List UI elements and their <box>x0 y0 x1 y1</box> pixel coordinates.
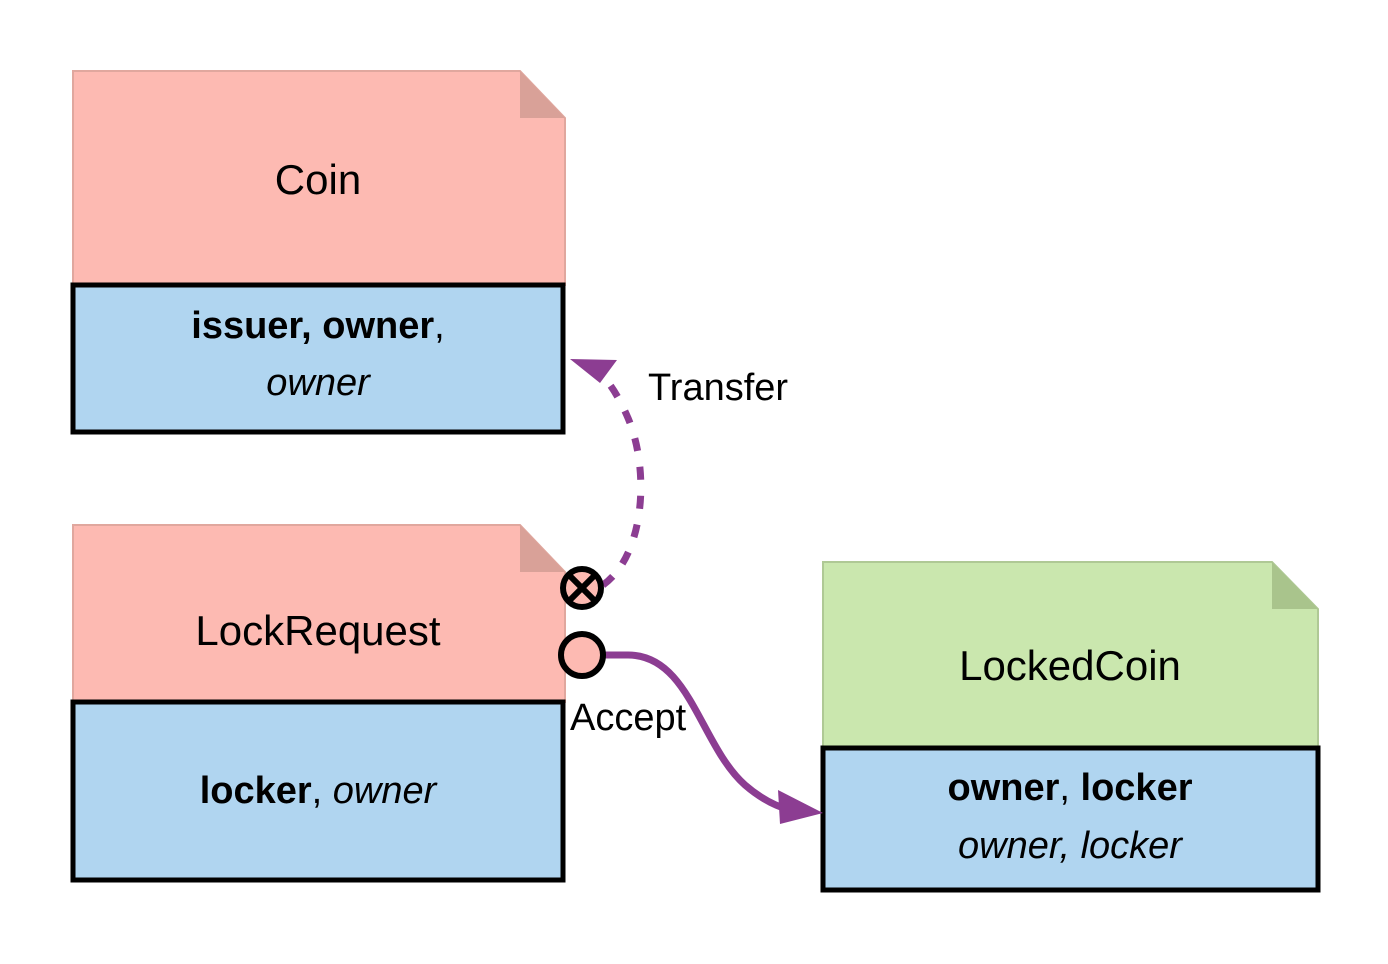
coin-fold-corner-icon <box>520 71 565 118</box>
coin-title: Coin <box>275 156 361 203</box>
transfer-arrowhead-icon <box>570 359 617 383</box>
lockrequest-fold-corner-icon <box>520 525 565 572</box>
coin-slot-line-1: issuer, owner, <box>191 305 444 347</box>
lockedcoin-fold-corner-icon <box>1272 562 1318 609</box>
lockedcoin-slot-comma: , <box>1059 767 1080 809</box>
accept-connector[interactable] <box>601 651 794 814</box>
lockrequest-body-shape <box>70 699 566 883</box>
coin-body-shape <box>70 282 566 435</box>
coin-slot-line-2: owner <box>266 362 371 404</box>
lockrequest-slot-italic: owner <box>333 770 438 812</box>
coin-slot-italic: owner <box>266 362 371 404</box>
coin-slot-comma: , <box>434 305 445 347</box>
lockedcoin-node[interactable]: LockedCoin owner, locker owner, locker <box>820 561 1321 893</box>
coin-header-shape <box>72 70 566 286</box>
lockedcoin-header-shape <box>822 561 1319 749</box>
transfer-label: Transfer <box>648 367 788 409</box>
lockedcoin-slot-bold-a: owner <box>948 767 1060 809</box>
lockrequest-title: LockRequest <box>195 607 440 654</box>
coin-slot-bold: issuer, owner <box>191 305 434 347</box>
lockedcoin-body-shape <box>820 745 1321 893</box>
lockrequest-header-shape <box>72 524 566 703</box>
lockedcoin-slot-line-2: owner, locker <box>958 825 1183 867</box>
lockedcoin-slot-italic: owner, locker <box>958 825 1183 867</box>
circle-x-port-icon[interactable] <box>560 566 604 610</box>
lockedcoin-title: LockedCoin <box>959 642 1181 689</box>
accept-arrowhead-icon <box>778 790 823 824</box>
accept-label: Accept <box>570 697 687 739</box>
lockrequest-slot-line-1: locker, owner <box>200 770 438 812</box>
lockedcoin-slot-line-1: owner, locker <box>948 767 1193 809</box>
lockedcoin-slot-bold-b: locker <box>1081 767 1193 809</box>
lockrequest-slot-bold: locker <box>200 770 312 812</box>
circle-port-icon[interactable] <box>558 631 606 679</box>
coin-node[interactable]: Coin issuer, owner, owner <box>70 70 566 435</box>
lockrequest-slot-comma: , <box>312 770 333 812</box>
transfer-connector[interactable] <box>589 363 645 588</box>
lockrequest-node[interactable]: LockRequest locker, owner <box>70 524 566 883</box>
